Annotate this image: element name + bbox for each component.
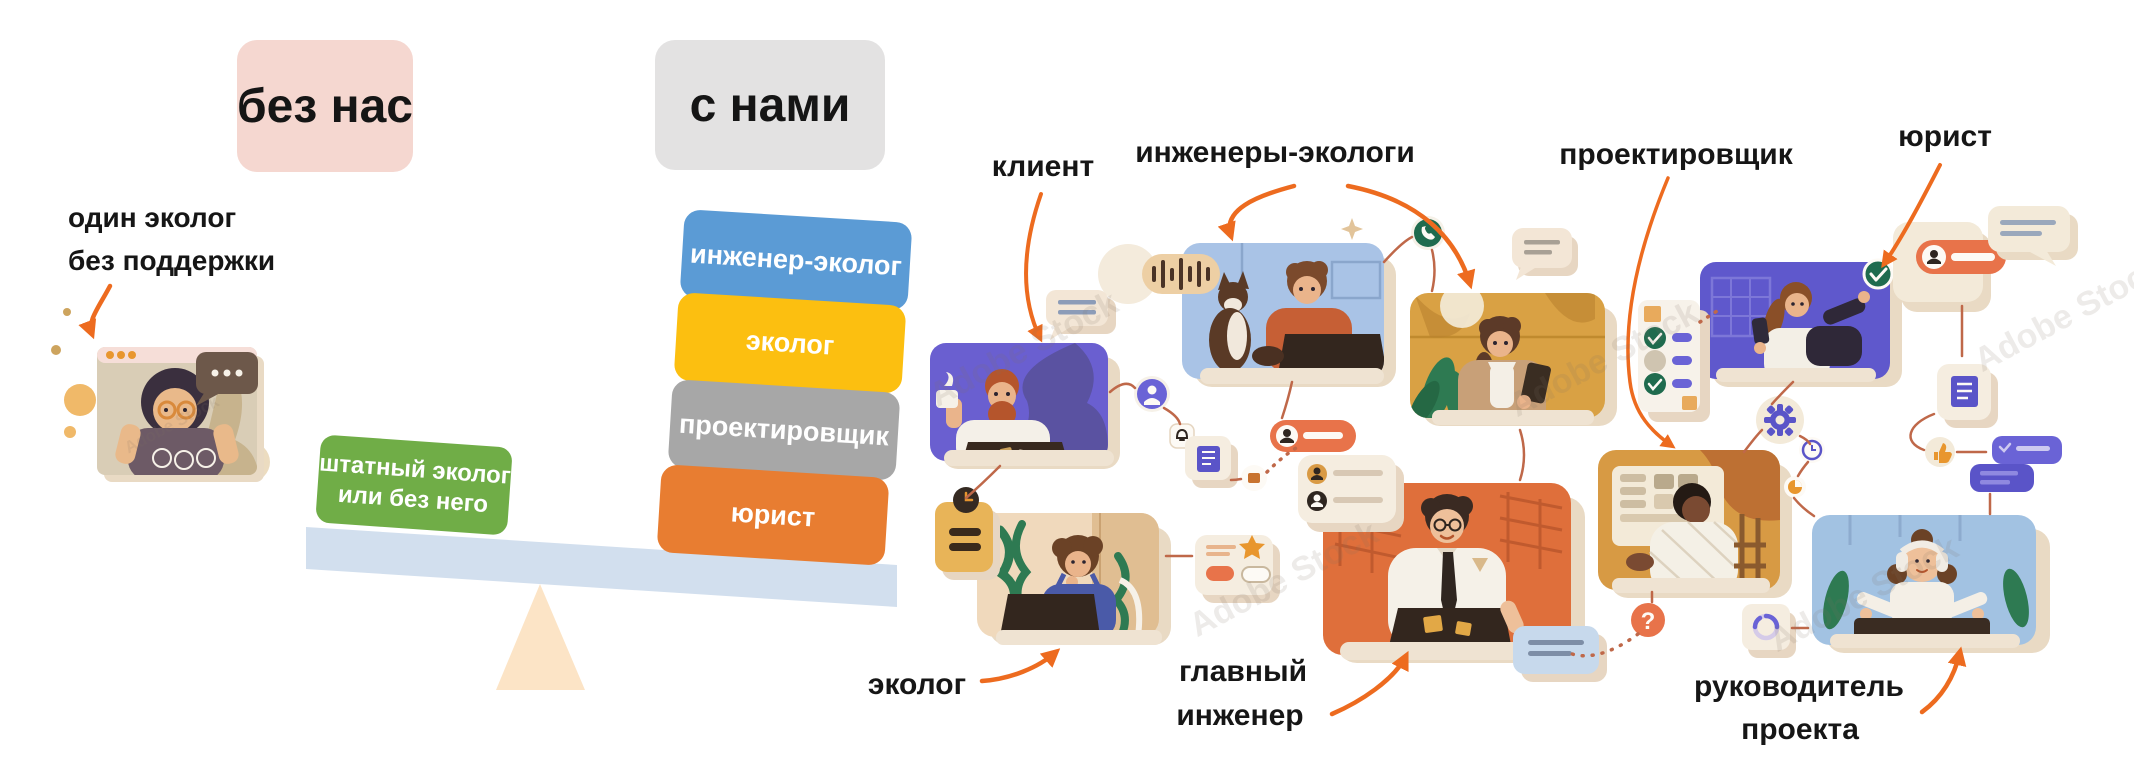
contact-pill-icon xyxy=(1270,420,1356,452)
arrow-lone-ecologist xyxy=(78,283,113,340)
stack-label-2: проектировщик xyxy=(678,408,890,451)
flag-circle-icon xyxy=(1241,465,1267,491)
blue-speech-bubble-icon xyxy=(1513,626,1607,682)
speech-bubble-lines-icon xyxy=(1046,290,1116,340)
clock-icon xyxy=(1799,437,1825,463)
stack-block-lawyer: юрист xyxy=(656,464,890,566)
label-eco-engineers: инженеры-экологи xyxy=(1135,136,1415,169)
arrow-project-manager xyxy=(1919,646,1967,715)
arrow-lawyer xyxy=(1881,163,1942,269)
label-lawyer: юрист xyxy=(1898,120,1992,153)
contact-list-card xyxy=(1298,455,1404,532)
person-circle-icon xyxy=(1134,376,1170,412)
speech-dots-bubble-icon xyxy=(196,352,258,406)
arrow-client xyxy=(1024,192,1043,343)
lawyer-video-frame xyxy=(1700,258,1902,387)
fulcrum-triangle xyxy=(496,584,585,690)
pie-chart-icon xyxy=(1784,476,1806,498)
ecologist-video-frame xyxy=(977,513,1171,645)
project-manager-video-frame xyxy=(1812,515,2050,653)
stack-label-0: инженер-эколог xyxy=(689,238,903,281)
clipboard-icon xyxy=(935,487,1000,580)
caption-line-2: без поддержки xyxy=(68,245,276,276)
label-chief-engineer-line2: инженер xyxy=(1176,699,1304,732)
label-arrows xyxy=(78,163,1967,717)
sparkle-icon xyxy=(1341,218,1363,240)
voice-message-icon xyxy=(1098,244,1220,304)
label-client: клиент xyxy=(991,150,1095,183)
with-us-label: с нами xyxy=(689,78,851,132)
label-project-manager-line2: проекта xyxy=(1741,713,1859,746)
staff-ecologist-block: штатный эколог или без него xyxy=(315,434,513,536)
svg-text:?: ? xyxy=(1641,608,1656,635)
document-icon-right xyxy=(1937,364,1998,428)
speech-bubble-topright-icon xyxy=(1988,206,2078,266)
star-toggle-card xyxy=(1195,535,1280,603)
designer-video-frame xyxy=(1598,450,1792,598)
label-chief-engineer-line1: главный xyxy=(1178,655,1308,688)
stack-block-ecologist: эколог xyxy=(673,292,907,394)
client-video-frame xyxy=(930,343,1120,469)
label-designer: проектировщик xyxy=(1559,138,1793,171)
label-ecologist: эколог xyxy=(867,668,967,701)
without-us-box: без нас xyxy=(237,40,413,172)
document-icon xyxy=(1185,436,1238,488)
caption-line-1: один эколог xyxy=(68,202,237,233)
thumbs-up-icon xyxy=(1925,437,1955,467)
question-icon: ? xyxy=(1631,603,1665,637)
chat-bubbles-icon xyxy=(1970,436,2062,492)
loader-icon xyxy=(1742,604,1796,658)
speech-bubble-mid-icon xyxy=(1512,228,1578,280)
check-circle-icon xyxy=(1862,258,1894,290)
arrow-designer xyxy=(1626,176,1676,449)
lawyer-contact-card xyxy=(1893,222,2006,312)
lone-ecologist-caption: один эколог без поддержки xyxy=(68,196,275,282)
eco-engineer-woman-video-frame xyxy=(1410,293,1617,426)
stack-label-1: эколог xyxy=(744,324,836,361)
checklist-card xyxy=(1638,300,1710,422)
arrow-ecologist xyxy=(979,648,1061,684)
eco-engineer-cat-video-frame xyxy=(1182,243,1396,387)
arrow-eco-engineer-1 xyxy=(1217,183,1297,242)
network-connectors xyxy=(964,235,1992,658)
stack-label-3: юрист xyxy=(729,496,817,533)
arrow-chief-engineer xyxy=(1329,650,1409,717)
arrow-eco-engineer-2 xyxy=(1345,183,1476,290)
lone-ecologist-illustration xyxy=(51,308,270,482)
seesaw-plank xyxy=(306,527,897,607)
with-us-box: с нами xyxy=(655,40,885,170)
gear-icon xyxy=(1756,396,1804,444)
without-us-label: без нас xyxy=(237,79,413,133)
label-project-manager-line1: руководитель xyxy=(1694,670,1904,703)
